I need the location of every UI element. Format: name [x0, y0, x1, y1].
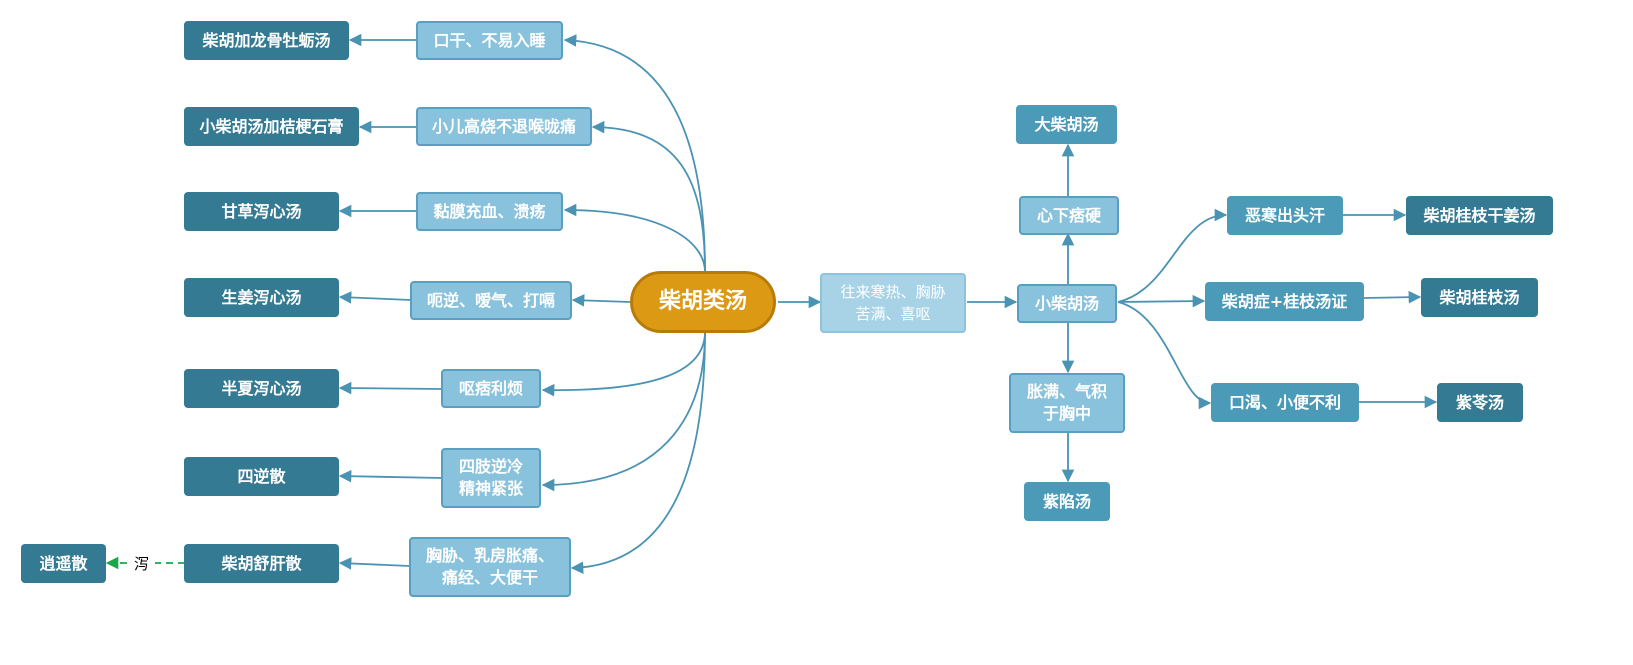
main-symptom-node[interactable]: 往来寒热、胸胁 苦满、喜呕 [820, 273, 966, 333]
dachaihu-node[interactable]: 大柴胡汤 [1016, 105, 1117, 144]
edge-xiaochaihu-branch-2 [1117, 294, 1206, 308]
edge-center-symptom-6 [541, 331, 706, 492]
edge-xiaochaihu-branch-3 [1117, 301, 1212, 410]
symptom-node-3[interactable]: 黏膜充血、溃疡 [416, 192, 563, 231]
branch-formula-node-1[interactable]: 柴胡桂枝干姜汤 [1406, 196, 1553, 235]
formula-node-6[interactable]: 四逆散 [184, 457, 339, 496]
symptom-node-6[interactable]: 四肢逆冷 精神紧张 [441, 448, 541, 508]
symptom-node-5[interactable]: 呕痞利烦 [441, 369, 541, 408]
edge-xiaochaihu-branch-1 [1117, 208, 1228, 303]
xiaoyao-edge-label: 泻 [134, 555, 150, 573]
formula-node-3[interactable]: 甘草泻心汤 [184, 192, 339, 231]
symptom-node-7[interactable]: 胸胁、乳房胀痛、 痛经、大便干 [409, 537, 571, 597]
edge-center-symptom-5 [541, 331, 706, 397]
edge-symptom-formula-7 [338, 557, 411, 570]
formula-node-5[interactable]: 半夏泻心汤 [184, 369, 339, 408]
formula-node-7[interactable]: 柴胡舒肝散 [184, 544, 339, 583]
symptom-node-2[interactable]: 小儿高烧不退喉咙痛 [416, 107, 592, 146]
edge-center-symptom-2 [591, 120, 706, 273]
zhangman-node[interactable]: 胀满、气积 于胸中 [1009, 373, 1125, 433]
formula-node-2[interactable]: 小柴胡汤加桔梗石膏 [184, 107, 359, 146]
zixian-node[interactable]: 紫陷汤 [1024, 482, 1110, 521]
formula-node-4[interactable]: 生姜泻心汤 [184, 278, 339, 317]
symptom-node-1[interactable]: 口干、不易入睡 [416, 21, 563, 60]
edge-center-symptom-3 [563, 203, 706, 273]
edge-center-symptom-1 [563, 34, 706, 273]
branch-formula-node-2[interactable]: 柴胡桂枝汤 [1421, 278, 1538, 317]
xiaoyao-node[interactable]: 逍遥散 [21, 544, 106, 583]
edge-symptom-formula-6 [338, 469, 443, 483]
edge-symptom-formula-4 [338, 291, 412, 304]
edge-center-symptom-4 [571, 294, 631, 307]
symptom-node-4[interactable]: 呃逆、嗳气、打嗝 [410, 281, 572, 320]
branch-formula-node-3[interactable]: 紫苓汤 [1437, 383, 1523, 422]
branch-symptom-node-1[interactable]: 恶寒出头汗 [1227, 196, 1343, 235]
edge-symptom-formula-5 [338, 381, 443, 395]
edge-center-symptom-7 [570, 331, 706, 574]
xinxia-node[interactable]: 心下痞硬 [1019, 196, 1119, 235]
branch-symptom-node-3[interactable]: 口渴、小便不利 [1211, 383, 1359, 422]
xiaochaihu-node[interactable]: 小柴胡汤 [1017, 284, 1117, 323]
branch-symptom-node-2[interactable]: 柴胡症+桂枝汤证 [1205, 282, 1364, 321]
formula-node-1[interactable]: 柴胡加龙骨牡蛎汤 [184, 21, 349, 60]
center-node[interactable]: 柴胡类汤 [630, 271, 776, 333]
edge-branch-formula-2 [1363, 290, 1422, 304]
